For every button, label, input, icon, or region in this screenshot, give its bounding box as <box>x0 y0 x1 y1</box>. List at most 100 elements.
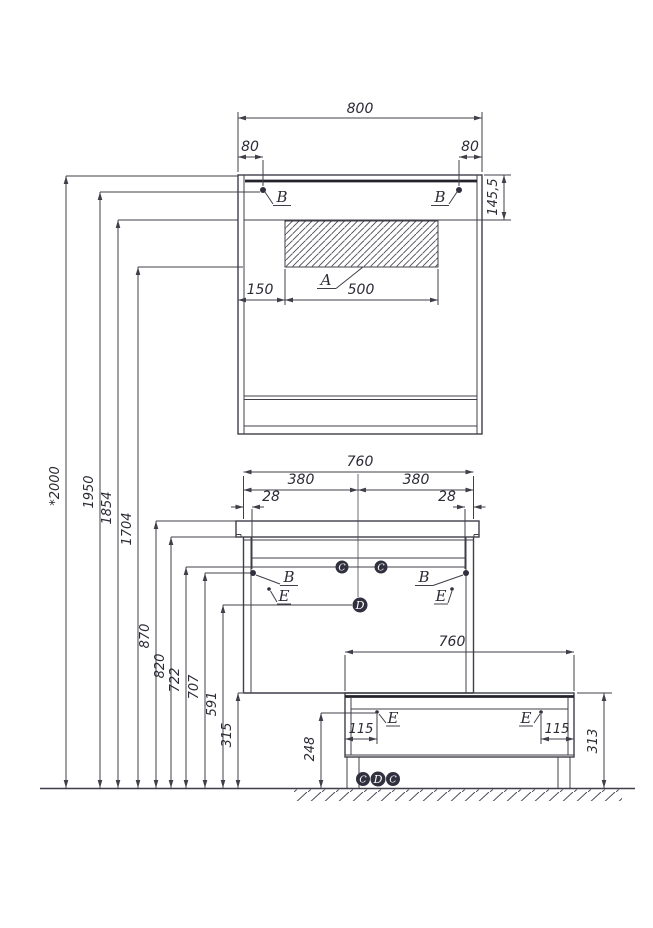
dim-label-mirror-shelf: 1854 <box>100 491 115 524</box>
dim-mirror-width: 800 <box>237 101 483 172</box>
base-point-e-right <box>539 710 543 714</box>
dim-label-front-height: 145,5 <box>486 178 501 215</box>
dim-rail-height: 722 <box>168 567 189 788</box>
dim-label-hinge-right: 115 <box>545 722 570 737</box>
dim-drawer-line-height: 591 <box>205 604 352 788</box>
mirror-mount-label-right: B <box>431 188 458 206</box>
mirror-mount-label-left: B <box>264 188 291 206</box>
dim-label-countertop: 870 <box>138 624 153 649</box>
base-e-label-right: E <box>519 709 541 727</box>
dim-label-mirror-width: 800 <box>347 101 374 117</box>
marker-c-bottom-left: C <box>356 772 370 786</box>
mirror-outline <box>237 174 483 435</box>
mirror-mount-point-right <box>456 187 462 193</box>
dim-countertop-bottom-height: 820 <box>153 536 236 788</box>
base-e-label-left: E <box>378 709 400 727</box>
dim-vanity-bottom-height: 315 <box>220 692 244 788</box>
label-e: E <box>278 587 290 605</box>
dim-label-hinge-left: 115 <box>349 722 374 737</box>
vanity-e-label-left: E <box>270 587 291 605</box>
vanity-point-e-left <box>267 587 271 591</box>
base-outline <box>344 692 575 758</box>
dim-base-hinge-left: 115 <box>345 714 378 744</box>
dim-pins-height: 707 <box>187 572 250 788</box>
vanity-countertop <box>235 520 480 538</box>
dim-label-mirror-pins: 1950 <box>82 475 97 508</box>
label-b: B <box>417 568 429 586</box>
dim-label-pins: 707 <box>187 674 202 700</box>
dim-label-hatch-bottom: 1704 <box>120 512 135 545</box>
hatched-area-a <box>284 220 439 268</box>
svg-text:C: C <box>359 775 367 786</box>
ground <box>40 787 635 801</box>
dim-mirror-shelf-height: 1854 <box>100 219 238 788</box>
vanity-mount-label-left: B <box>255 568 298 586</box>
svg-text:D: D <box>373 773 383 786</box>
dim-label-drawer-line: 591 <box>205 692 220 717</box>
marker-c-right: C <box>374 560 388 574</box>
mirror-mount-point-left <box>260 187 266 193</box>
marker-d: D <box>352 597 368 613</box>
svg-text:C: C <box>338 563 346 574</box>
vanity-e-label-right: E <box>434 587 453 605</box>
base-cabinet: 760 E E 115 115 248 <box>303 634 612 788</box>
dim-label-overall: *2000 <box>48 466 63 506</box>
dim-pin-offset-right: 28 <box>438 489 486 569</box>
dim-label-center-left: 380 <box>288 472 315 488</box>
svg-text:D: D <box>355 599 365 612</box>
dim-hatch-offset: 150 <box>238 269 286 305</box>
dim-mirror-offset-right: 80 <box>458 139 482 186</box>
dim-pin-offset-left: 28 <box>231 489 280 569</box>
dim-base-width: 760 <box>344 634 575 691</box>
dim-label-hatch-offset: 150 <box>247 282 274 298</box>
vanity-mount-point-right <box>463 570 469 576</box>
dim-label-center-right: 380 <box>403 472 430 488</box>
marker-d-bottom: D <box>370 771 386 787</box>
label-b: B <box>282 568 294 586</box>
dim-vanity-center-left: 380 <box>243 472 358 493</box>
label-e: E <box>520 709 532 727</box>
label-b: B <box>275 188 287 206</box>
dim-countertop-height: 870 <box>138 520 236 788</box>
dim-mirror-pins-height: 1950 <box>82 191 260 788</box>
vanity-mount-point-left <box>250 570 256 576</box>
dim-label-vanity-bottom: 315 <box>220 723 235 748</box>
dim-vanity-width: 760 <box>243 454 474 519</box>
dim-label-pin-right: 28 <box>438 489 456 505</box>
dim-base-hinge-right: 115 <box>540 714 574 744</box>
vanity-cabinet: 760 380 380 28 28 B <box>186 454 486 694</box>
dim-label-pin-left: 28 <box>262 489 280 505</box>
dim-label-countertop-bottom: 820 <box>153 654 168 679</box>
dim-label-base-height: 313 <box>586 729 601 754</box>
dim-label-offset-left: 80 <box>241 139 259 155</box>
dim-drawer-bottom-height: 248 <box>303 712 377 788</box>
dim-hatch-width: 500 <box>285 269 439 305</box>
dim-label-drawer-bottom: 248 <box>303 737 318 762</box>
label-b: B <box>433 188 445 206</box>
label-a: A <box>319 271 332 289</box>
dim-label-rail: 722 <box>168 668 183 693</box>
dim-label-offset-right: 80 <box>461 139 479 155</box>
dim-label-base-width: 760 <box>439 634 466 650</box>
dim-mirror-offset-left: 80 <box>238 139 264 186</box>
dim-hatch-bottom-height: 1704 <box>120 266 243 788</box>
dim-label-vanity-width: 760 <box>347 454 374 470</box>
height-dimensions: *2000 1950 1854 1704 870 820 <box>48 175 352 788</box>
vanity-point-e-right <box>450 587 454 591</box>
dim-base-height: 313 <box>577 692 612 788</box>
dim-overall-height: *2000 <box>48 175 238 788</box>
ground-hatch <box>294 789 622 801</box>
marker-c-left: C <box>335 560 349 574</box>
marker-c-bottom-right: C <box>386 772 400 786</box>
svg-text:C: C <box>377 563 385 574</box>
label-e: E <box>387 709 399 727</box>
vanity-mount-label-right: B <box>415 568 464 586</box>
area-a-label: A <box>317 266 364 289</box>
dim-vanity-center-right: 380 <box>358 472 474 493</box>
label-e: E <box>435 587 447 605</box>
mirror-cabinet: A B B 800 80 80 <box>237 101 511 435</box>
svg-text:C: C <box>389 775 397 786</box>
dim-mirror-front-height: 145,5 <box>484 174 511 221</box>
